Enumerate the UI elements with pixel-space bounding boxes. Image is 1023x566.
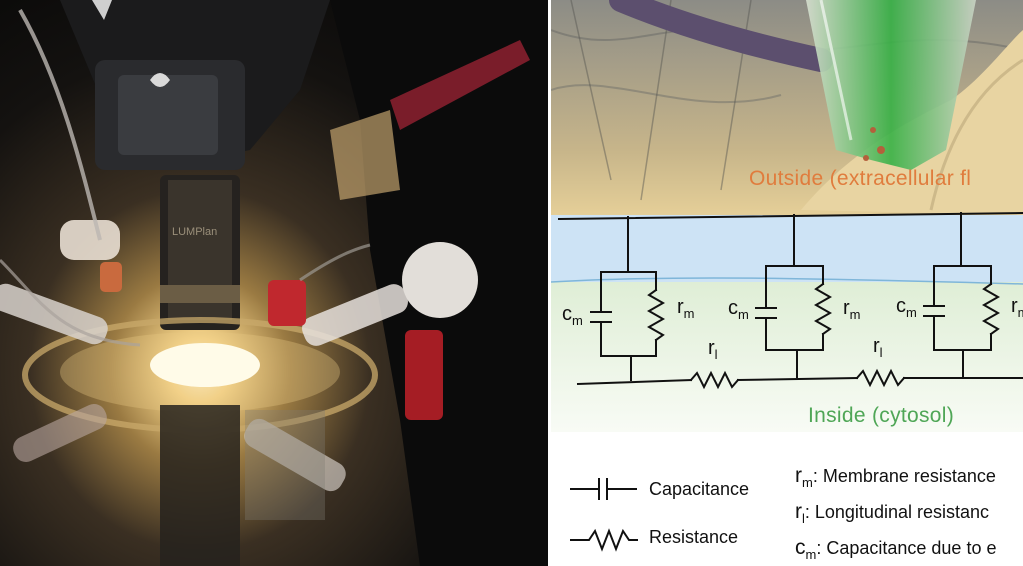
panel-divider [548, 0, 551, 566]
legend-resistance-label: Resistance [649, 527, 739, 547]
cable-model-diagram: Outside (extracellular fl [551, 0, 1023, 566]
top-rail [557, 211, 1023, 221]
equivalent-circuit [557, 211, 1023, 552]
microscope-illustration: LUMPlan [0, 0, 548, 566]
cm-label-2: cm [728, 297, 749, 322]
legend-def-rl: rl: Longitudinal resistanc [795, 500, 990, 526]
rl-label-1: rl [708, 337, 718, 362]
cell-illustration [551, 0, 1023, 432]
legend-resistor-symbol [570, 528, 638, 552]
legend-capacitance-label: Capacitance [649, 479, 750, 499]
bottom-rail [576, 368, 1023, 390]
legend-capacitor-symbol [570, 478, 637, 500]
rc-unit-2 [755, 214, 833, 378]
svg-text:LUMPlan: LUMPlan [172, 226, 217, 238]
microscope-photo: LUMPlan [0, 0, 548, 566]
outside-label: Outside (extracellular fl [749, 167, 972, 190]
rc-unit-1 [590, 216, 666, 381]
legend-def-rm: rm: Membrane resistance [795, 464, 996, 490]
cm-label-1: cm [562, 303, 583, 328]
rm-label-2: rm [843, 297, 861, 322]
rm-label-3: rm [1011, 295, 1023, 320]
rc-unit-3 [923, 212, 1001, 377]
rm-label-1: rm [677, 296, 695, 321]
cm-label-3: cm [896, 295, 917, 320]
inside-label: Inside (cytosol) [808, 404, 955, 427]
legend-def-cm: cm: Capacitance due to e [795, 536, 997, 562]
rl-label-2: rl [873, 335, 883, 360]
